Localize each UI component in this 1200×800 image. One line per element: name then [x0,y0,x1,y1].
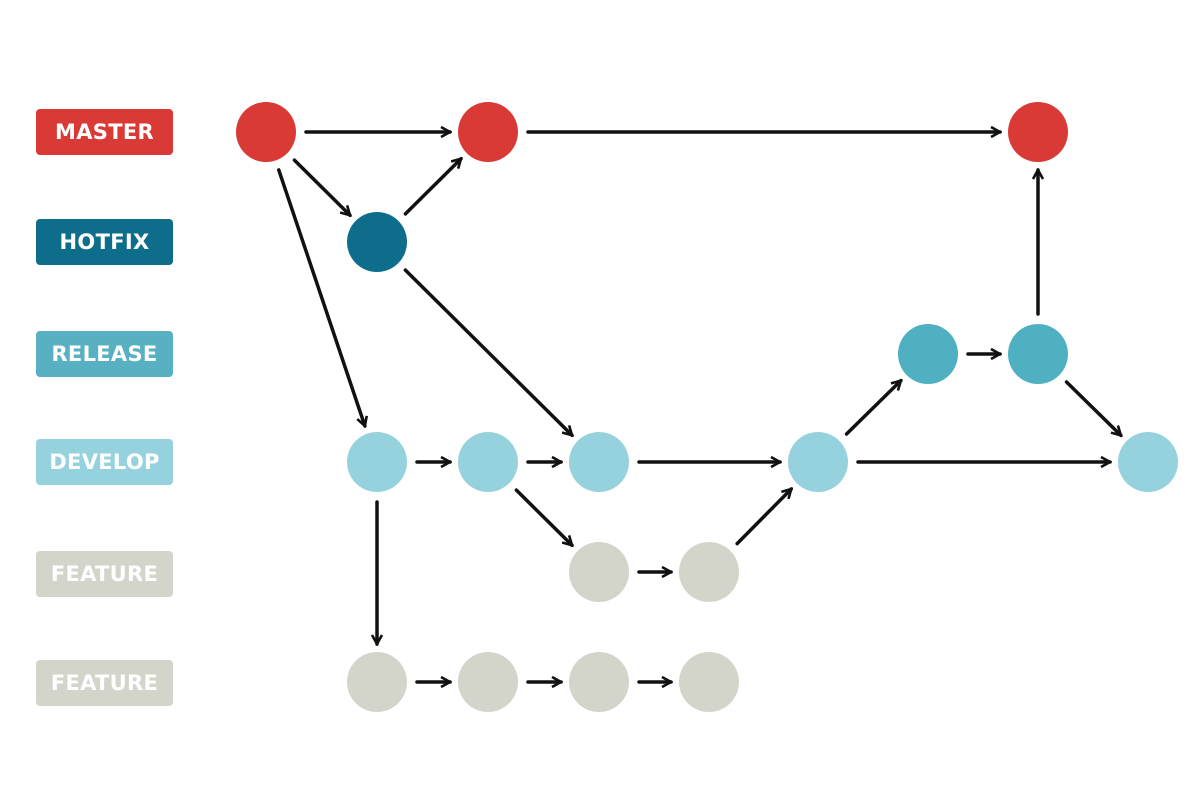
arrow-m1-to-h1 [292,158,350,215]
lane-label-develop: DEVELOP [36,439,173,485]
lane-label-release: RELEASE [36,331,173,377]
lane-label-feature-2: FEATURE [36,660,173,706]
commit-node-feature2-g3 [569,652,629,712]
commit-node-release-r1 [898,324,958,384]
commit-node-master-m1 [236,102,296,162]
arrow-d2-to-f1 [514,488,572,545]
commit-node-feature2-g4 [679,652,739,712]
nodes-group [236,102,1178,712]
commit-node-feature2-g2 [458,652,518,712]
commit-node-master-m2 [458,102,518,162]
commit-node-develop-d3 [569,432,629,492]
arrow-h1-to-m2 [403,159,461,216]
commit-node-feature2-g1 [347,652,407,712]
arrow-h1-to-d3 [403,268,572,435]
commit-node-develop-d5 [1118,432,1178,492]
commit-node-feature1-f1 [569,542,629,602]
commit-node-develop-d1 [347,432,407,492]
arrow-r2-to-d5 [1064,380,1121,435]
arrow-d4-to-r1 [844,381,901,436]
edges-group [277,132,1121,682]
commit-node-develop-d4 [788,432,848,492]
lane-label-master: MASTER [36,109,173,155]
commit-node-master-m3 [1008,102,1068,162]
commit-node-feature1-f2 [679,542,739,602]
lane-label-hotfix: HOTFIX [36,219,173,265]
lane-label-feature-1: FEATURE [36,551,173,597]
commit-node-hotfix-h1 [347,212,407,272]
arrow-m1-to-d1 [277,168,365,426]
arrow-f2-to-d4 [735,489,791,546]
commit-node-release-r2 [1008,324,1068,384]
commit-node-develop-d2 [458,432,518,492]
